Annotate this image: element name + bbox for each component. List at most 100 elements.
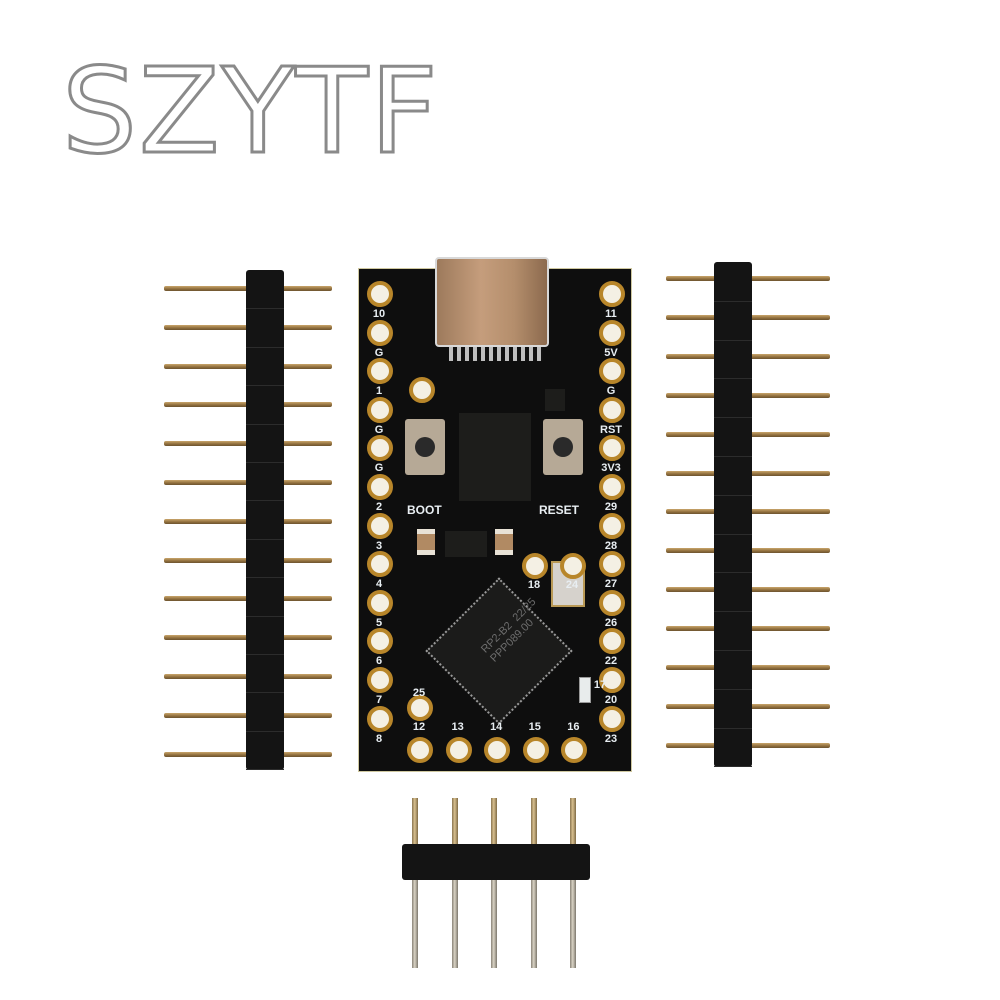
housing-divider [714, 300, 752, 302]
housing-divider [246, 615, 284, 617]
left-pin-label: 8 [375, 732, 383, 745]
bottom-pin-label: 14 [490, 721, 503, 733]
inner-pad [409, 377, 435, 403]
brand-watermark: SZYTF [61, 42, 440, 180]
left-pin-label: 4 [375, 578, 383, 591]
header-pin [451, 798, 458, 848]
right-pad [599, 319, 625, 346]
housing-divider [246, 462, 284, 463]
housing-divider [714, 456, 752, 457]
housing-divider [714, 688, 752, 690]
housing-divider [246, 769, 284, 771]
right-pad [599, 474, 625, 500]
right-pad [599, 281, 625, 307]
left-pad [367, 358, 393, 385]
housing-divider [246, 385, 284, 387]
left-pin-label: 6 [375, 655, 383, 668]
bottom-pin-label: 16 [567, 721, 580, 733]
right-pin-header [666, 262, 836, 768]
housing-divider [714, 611, 752, 613]
left-pad [367, 319, 393, 346]
right-pad [599, 435, 625, 462]
housing-divider [246, 500, 284, 502]
housing-divider [714, 650, 752, 651]
housing-divider [714, 339, 752, 341]
left-pin-label: 2 [375, 501, 383, 513]
reset-label: RESET [539, 503, 580, 517]
header-pin [530, 878, 537, 968]
status-led [579, 677, 591, 703]
header-pin [570, 878, 576, 968]
inner-pin-label: 17 [593, 679, 607, 691]
right-pad [599, 512, 625, 539]
right-pin-label: 28 [604, 539, 618, 552]
right-pad [599, 589, 625, 616]
housing-divider [714, 417, 752, 419]
right-pin-label: 20 [604, 694, 618, 706]
left-pad [367, 281, 393, 307]
boot-label: BOOT [407, 503, 442, 517]
bottom-pad [561, 737, 588, 763]
left-pad [367, 512, 393, 539]
bottom-pad [445, 737, 472, 763]
left-pin-label: 10 [372, 308, 386, 320]
housing-divider [246, 308, 284, 310]
housing-divider [246, 577, 284, 579]
right-pin-label: RST [600, 423, 622, 436]
left-pad [367, 396, 393, 423]
header-pin [491, 798, 497, 848]
right-pad [599, 396, 625, 423]
housing-divider [246, 654, 284, 655]
right-pin-label: 29 [604, 501, 618, 513]
right-pin-label: 23 [604, 732, 618, 745]
reset-button [543, 419, 583, 475]
right-pad [599, 667, 625, 693]
header-pin [412, 798, 418, 848]
bottom-pin-label: 13 [451, 721, 464, 733]
right-pin-label: 5V [604, 346, 618, 359]
bottom-pad [484, 737, 511, 763]
housing-divider [246, 423, 284, 425]
housing-divider [246, 538, 284, 540]
inner-pin-label: 18 [527, 579, 541, 591]
bottom-pad [522, 737, 549, 763]
left-pin-label: 5 [375, 616, 383, 629]
inner-pin-label: 25 [412, 687, 426, 699]
left-pin-label: G [374, 423, 384, 436]
housing-divider [714, 494, 752, 496]
header-housing [402, 844, 590, 880]
right-pin-label: 22 [604, 655, 618, 668]
left-pad [367, 667, 393, 693]
ldo-chip [445, 531, 487, 557]
flash-chip [459, 413, 531, 501]
left-pad [367, 628, 393, 655]
left-pin-label: G [374, 346, 384, 359]
inner-pin-label: 24 [565, 579, 579, 591]
housing-divider [246, 346, 284, 348]
inner-pad [522, 553, 548, 579]
right-pad [599, 551, 625, 578]
inner-pad [560, 553, 586, 579]
left-pad [367, 589, 393, 616]
housing-divider [714, 766, 752, 768]
header-housing [714, 262, 752, 768]
bottom-pad [407, 737, 433, 763]
left-pin-header [164, 270, 332, 771]
bottom-pin-label: 12 [412, 721, 426, 733]
smd-capacitor [495, 529, 513, 555]
usb-c-connector [435, 257, 549, 347]
header-pin [451, 878, 458, 968]
right-pad [599, 628, 625, 655]
left-pin-label: 7 [375, 694, 383, 706]
left-pad [367, 551, 393, 578]
left-pad [367, 435, 393, 462]
bottom-pin-header [398, 798, 594, 970]
right-pad [599, 705, 625, 732]
bottom-pin-label: 15 [528, 721, 541, 733]
left-pad [367, 705, 393, 732]
header-pin [491, 878, 497, 968]
right-pin-label: 26 [604, 616, 618, 629]
housing-divider [714, 378, 752, 380]
header-housing [246, 270, 284, 771]
